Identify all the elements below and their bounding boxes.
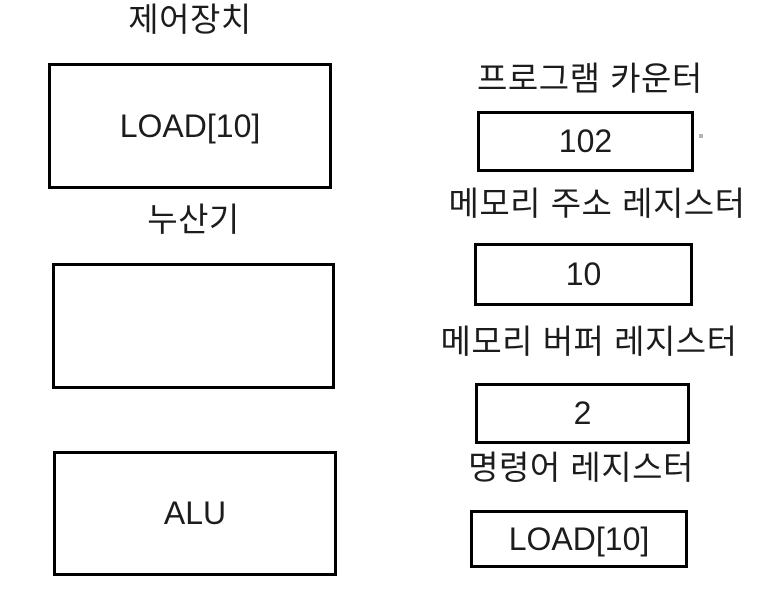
dot-artifact bbox=[699, 134, 703, 138]
accumulator-label: 누산기 bbox=[147, 201, 240, 238]
control-unit-box: LOAD[10] bbox=[48, 63, 332, 189]
memory-address-register-value: 10 bbox=[565, 256, 602, 292]
instruction-register-value: LOAD[10] bbox=[508, 520, 650, 557]
memory-buffer-register-value: 2 bbox=[573, 395, 592, 431]
program-counter-label: 프로그램 카운터 bbox=[477, 60, 703, 97]
control-unit-value: LOAD[10] bbox=[119, 107, 261, 144]
memory-buffer-register-label: 메모리 버퍼 레지스터 bbox=[440, 323, 738, 360]
instruction-register-label: 명령어 레지스터 bbox=[468, 449, 694, 486]
memory-address-register-label: 메모리 주소 레지스터 bbox=[448, 185, 746, 222]
memory-address-register-box: 10 bbox=[474, 243, 693, 306]
control-unit-label: 제어장치 bbox=[128, 1, 252, 38]
alu-box: ALU bbox=[53, 451, 337, 576]
alu-label: ALU bbox=[163, 495, 227, 531]
program-counter-box: 102 bbox=[477, 111, 694, 172]
instruction-register-box: LOAD[10] bbox=[470, 510, 688, 568]
program-counter-value: 102 bbox=[558, 123, 613, 159]
memory-buffer-register-box: 2 bbox=[475, 383, 690, 444]
accumulator-box bbox=[52, 263, 335, 389]
